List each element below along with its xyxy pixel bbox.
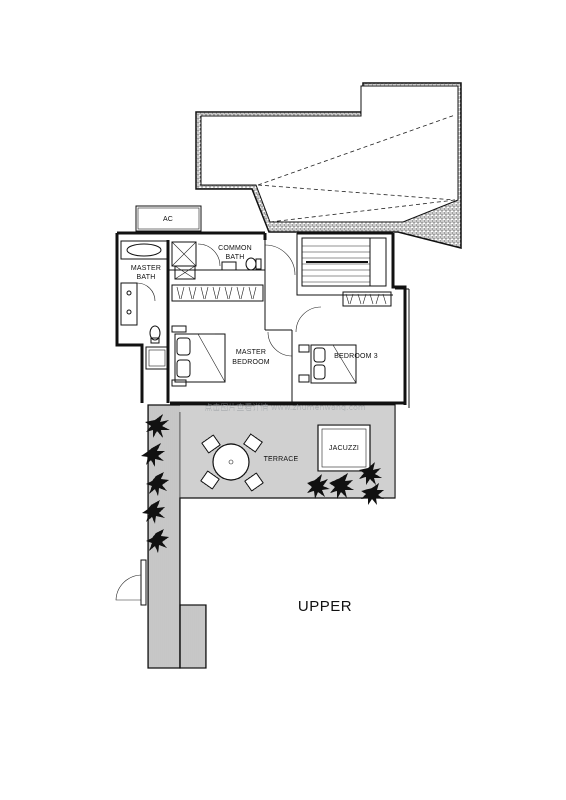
master-bedroom: MASTER BEDROOM — [166, 240, 296, 403]
master-bath: MASTER BATH — [120, 240, 170, 370]
exterior-walls — [115, 231, 410, 408]
common-bath: COMMON BATH — [168, 241, 265, 280]
watermark: 点击图片查看详情 www.zhumenwang.com — [204, 402, 366, 412]
terrace-door-swing — [115, 574, 142, 601]
common-bath-label-line1: COMMON — [218, 245, 252, 252]
roof — [195, 82, 462, 249]
master-bedroom-label-line2: BEDROOM — [232, 359, 270, 366]
roof-ridge-line — [257, 184, 456, 201]
jacuzzi: JACUZZI — [317, 424, 371, 472]
terrace-label: TERRACE — [264, 456, 299, 463]
bedroom-3-label: BEDROOM 3 — [334, 353, 378, 360]
bedroom-3: BEDROOM 3 — [291, 291, 392, 403]
terrace: TERRACE JACUZZI — [115, 404, 396, 669]
plants — [141, 414, 384, 553]
ac-label: AC — [163, 216, 173, 223]
ac-ledge: AC — [135, 205, 202, 232]
common-bath-label-line2: BATH — [226, 254, 245, 261]
master-bath-label-line1: MASTER — [131, 265, 161, 272]
dining-set — [200, 433, 264, 492]
staircase — [296, 233, 393, 296]
master-bedroom-label-line1: MASTER — [236, 349, 266, 356]
wardrobe — [171, 284, 264, 302]
jacuzzi-label: JACUZZI — [329, 445, 359, 452]
roof-ridge-line — [269, 199, 456, 223]
master-bath-label-line2: BATH — [137, 274, 156, 281]
floor-title: UPPER — [298, 598, 352, 615]
